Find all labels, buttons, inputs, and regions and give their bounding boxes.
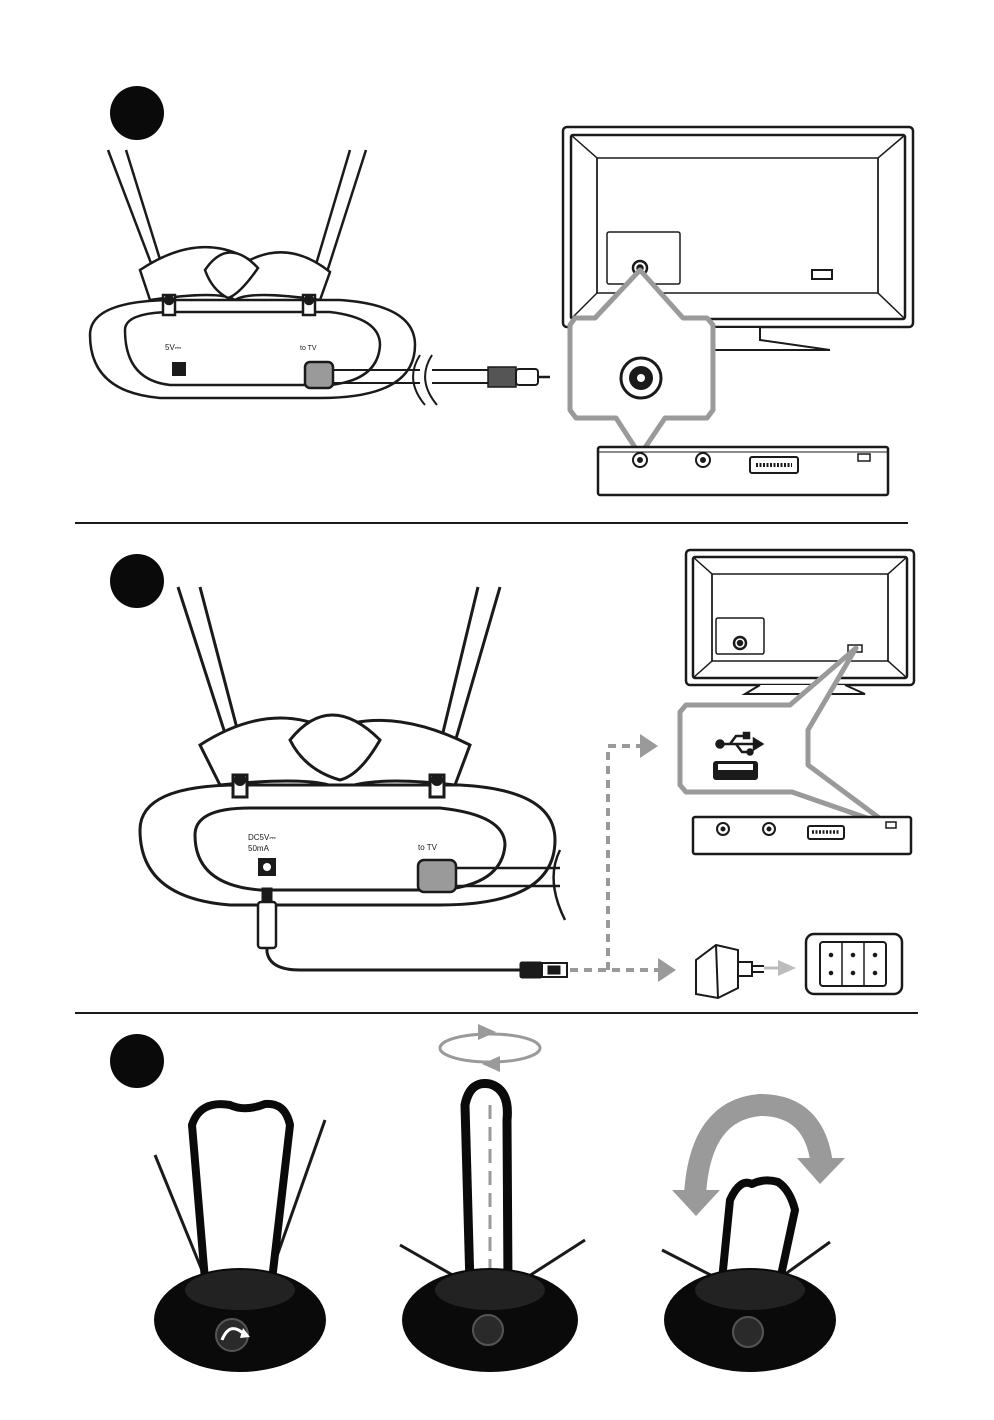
tilt-arrow-left-icon [672, 1190, 720, 1216]
step-3-marker [110, 1034, 164, 1088]
step-2-dashed-arrows [570, 734, 676, 982]
step-1-power-label: 5V⎓ [165, 343, 182, 352]
step-2-panel: DC5V⎓ 50mA to TV [110, 550, 914, 998]
step-1-receiver-box [598, 447, 888, 495]
arrow-to-usb-icon [640, 734, 658, 758]
step-2-wall-outlet [806, 934, 902, 994]
usb-port [713, 761, 758, 780]
step-1-antenna [90, 150, 415, 398]
tilt-arrow-right-icon [797, 1158, 845, 1184]
step-2-port-label: to TV [418, 843, 438, 852]
step-1-dc-jack [172, 362, 186, 376]
step-1-marker [110, 86, 164, 140]
step-3-antenna-tilt-view [662, 1105, 845, 1372]
rotation-orbit-icon [440, 1034, 540, 1062]
arrow-to-outlet-icon [778, 960, 796, 976]
step-3-antenna-front-view [154, 1104, 326, 1372]
step-1-port-label: to TV [300, 345, 317, 352]
step-2-power-adapter [696, 945, 764, 998]
step-1-panel: 5V⎓ to TV [90, 86, 913, 495]
step-2-marker [110, 554, 164, 608]
step-2-receiver-box [693, 817, 911, 854]
step-2-tv [686, 550, 914, 694]
arrow-to-adapter-icon [658, 958, 676, 982]
step-3-antenna-side-view [400, 1024, 585, 1372]
step-2-power-label: DC5V⎓ [248, 833, 276, 842]
step-2-antenna [140, 587, 555, 905]
step-2-current-label: 50mA [248, 844, 270, 853]
step-3-panel [110, 1024, 845, 1372]
